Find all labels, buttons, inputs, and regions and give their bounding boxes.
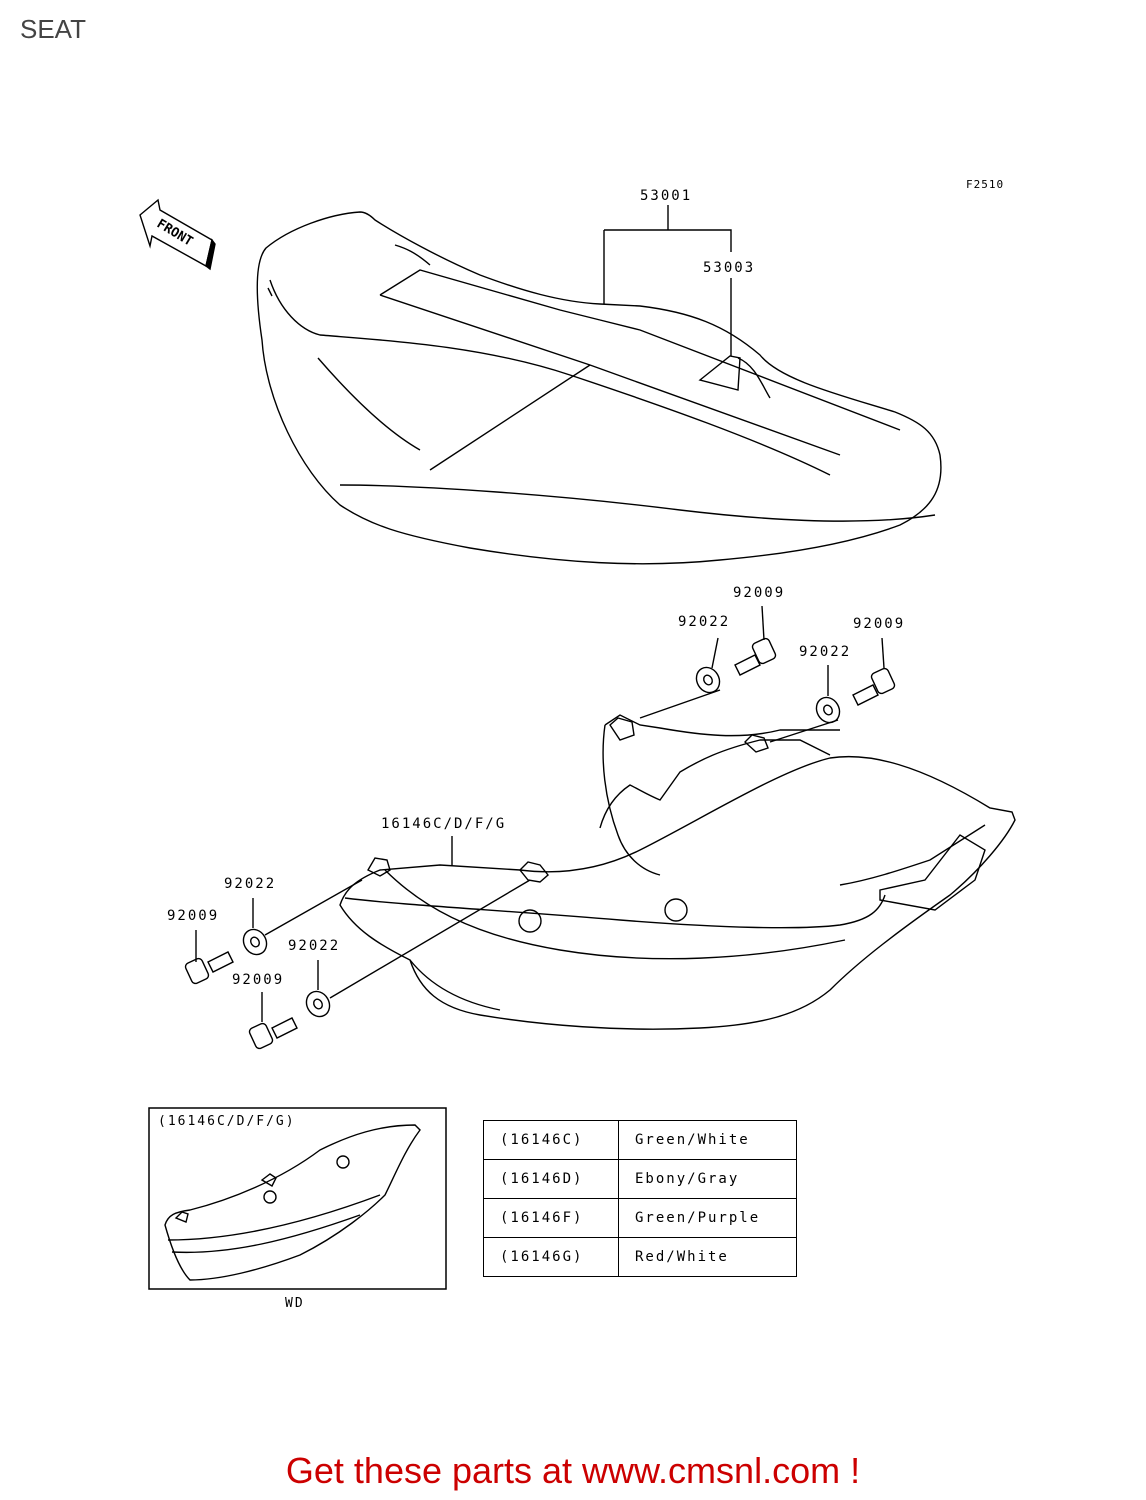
bolt-upper-right-icon (852, 667, 896, 706)
callout-seat-assembly: 53001 (640, 188, 693, 204)
washer-upper-right-icon (815, 696, 841, 724)
table-cell-color: Red/White (618, 1237, 797, 1277)
inset-label: (16146C/D/F/G) (158, 1114, 296, 1129)
table-row: (16146F) Green/Purple (483, 1198, 797, 1238)
table-cell-part: (16146F) (483, 1198, 619, 1238)
page-title: SEAT (20, 14, 86, 44)
washer-upper-left-icon (695, 666, 721, 694)
callout-seat-label: 53003 (703, 260, 756, 276)
table-row: (16146C) Green/White (483, 1120, 797, 1160)
table-cell-color: Green/Purple (618, 1198, 797, 1238)
table-cell-part: (16146C) (483, 1120, 619, 1160)
callout-bolt-lower-left: 92009 (167, 908, 220, 924)
callout-side-cover: 16146C/D/F/G (381, 816, 507, 832)
callout-bolt-upper-right: 92009 (853, 616, 906, 632)
table-cell-color: Ebony/Gray (618, 1159, 797, 1199)
side-cover-drawing (339, 714, 1016, 1030)
washer-lower-left-icon (242, 928, 268, 956)
inset-side-cover-drawing (164, 1124, 421, 1281)
washer-lower-mid-icon (305, 990, 331, 1018)
bolt-lower-left-icon (184, 951, 234, 985)
color-variant-table: (16146C) Green/White (16146D) Ebony/Gray… (483, 1120, 797, 1277)
callout-washer-lower-mid: 92022 (288, 938, 341, 954)
bolt-upper-left-icon (734, 637, 777, 676)
callout-washer-lower-left: 92022 (224, 876, 277, 892)
table-cell-color: Green/White (618, 1120, 797, 1160)
inset-caption: WD (285, 1296, 305, 1311)
callout-bolt-upper-left: 92009 (733, 585, 786, 601)
figure-code: F2510 (966, 178, 1005, 191)
callout-washer-upper-right: 92022 (799, 644, 852, 660)
callout-washer-upper-left: 92022 (678, 614, 731, 630)
callout-bolt-lower-mid: 92009 (232, 972, 285, 988)
seat-drawing (256, 211, 942, 565)
front-arrow-icon: FRONT (139, 198, 216, 271)
table-cell-part: (16146D) (483, 1159, 619, 1199)
table-row: (16146D) Ebony/Gray (483, 1159, 797, 1199)
bolt-lower-mid-icon (248, 1017, 298, 1050)
table-cell-part: (16146G) (483, 1237, 619, 1277)
footer-cta-link[interactable]: Get these parts at www.cmsnl.com ! (285, 1450, 861, 1491)
table-row: (16146G) Red/White (483, 1237, 797, 1277)
